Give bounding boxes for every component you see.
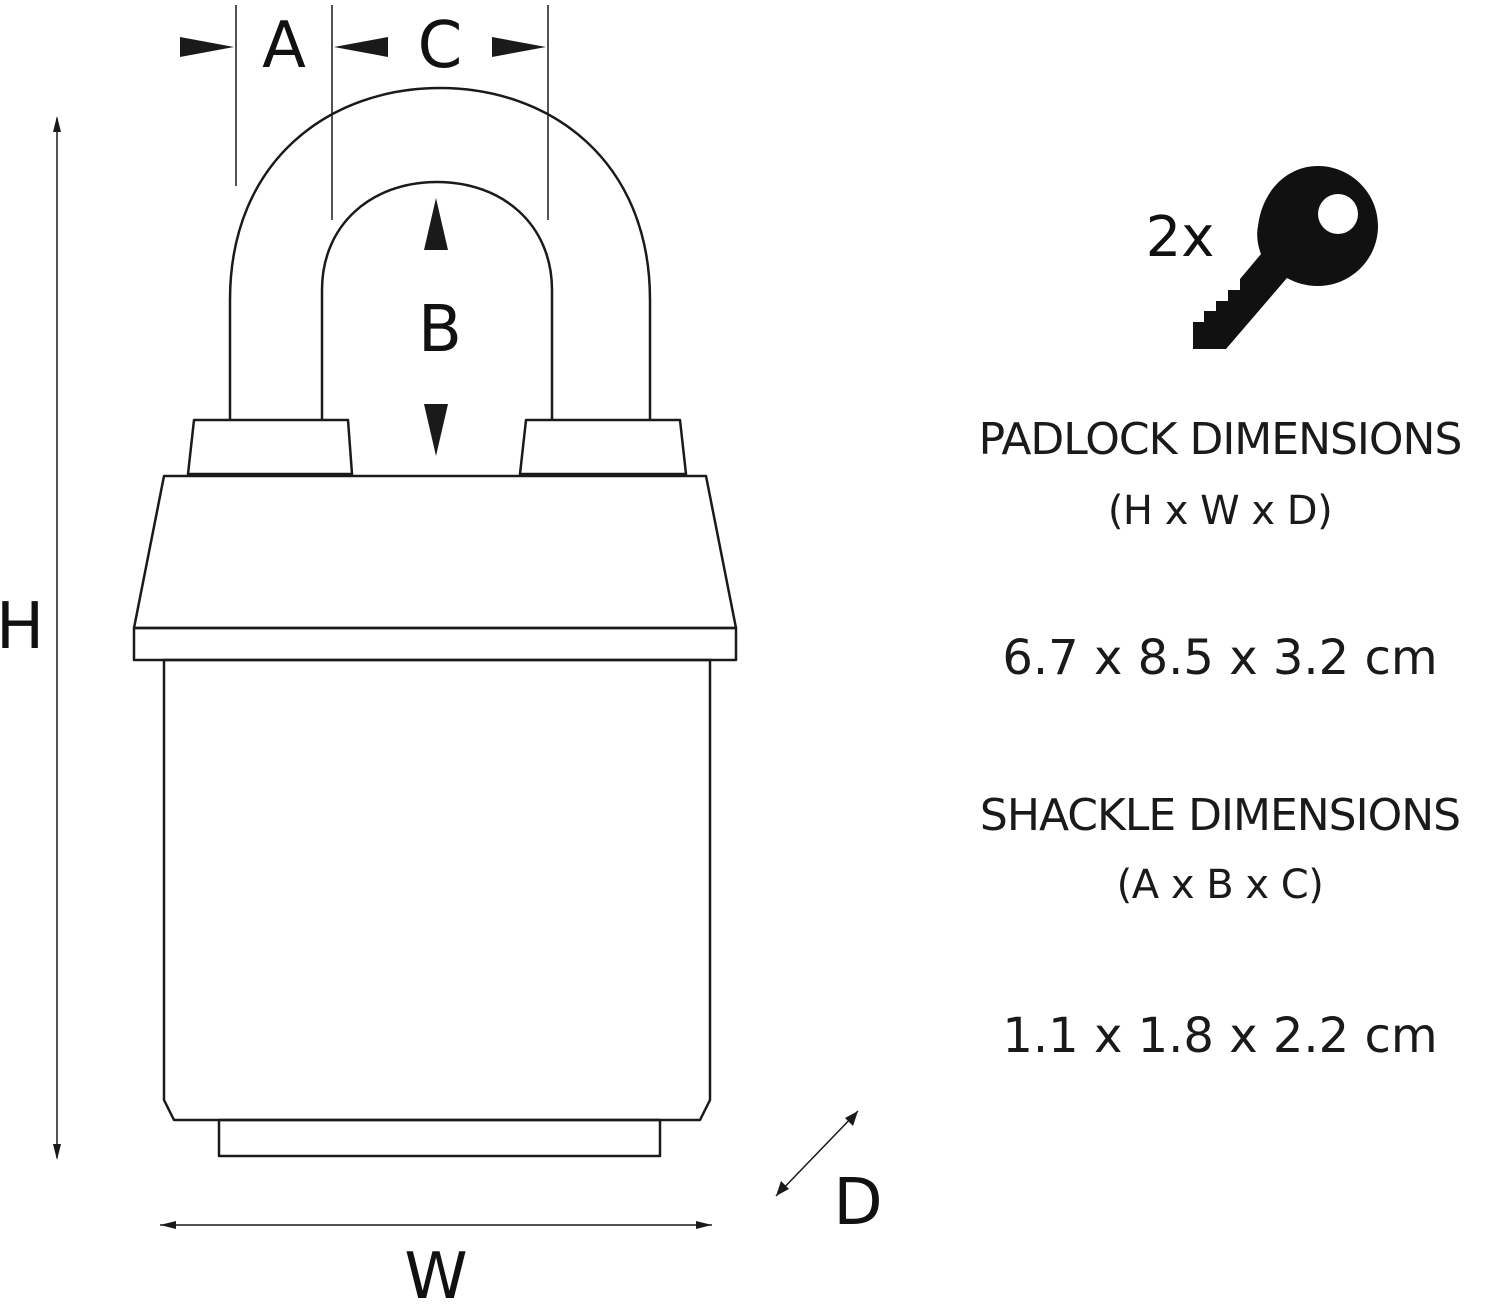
shackle-collar-right (518, 418, 688, 476)
key-icon (1193, 166, 1378, 349)
padlock-dimensions-order: (H x W x D) (1107, 488, 1333, 534)
shackle-dimensions-heading: SHACKLE DIMENSIONS (979, 790, 1461, 841)
lock-body (162, 658, 712, 1122)
lock-bottom-plate (217, 1118, 662, 1158)
dimension-label-a: A (262, 9, 306, 83)
shackle-collar-left (186, 418, 354, 476)
dimension-arrow-b-down (424, 404, 448, 456)
dimension-arrow-a-left (180, 37, 234, 57)
dimension-label-w: W (404, 1240, 467, 1306)
shackle (228, 86, 652, 420)
dimension-label-c: C (418, 9, 463, 83)
dimension-arrow-b-up (424, 198, 448, 250)
dimension-arrow-c-right (492, 37, 546, 57)
key-count-label: 2x (1146, 205, 1215, 270)
shackle-dimensions-order: (A x B x C) (1116, 862, 1324, 908)
dimension-label-b: B (418, 293, 462, 367)
padlock-dimensions-heading: PADLOCK DIMENSIONS (978, 414, 1463, 465)
dimension-label-h: H (0, 590, 44, 664)
padlock-dimensions-value: 6.7 x 8.5 x 3.2 cm (1002, 630, 1438, 686)
dimension-arrow-c-left (334, 37, 388, 57)
dimension-label-d: D (833, 1166, 882, 1240)
shackle-dimensions-value: 1.1 x 1.8 x 2.2 cm (1002, 1008, 1438, 1064)
lock-top-cover (132, 474, 738, 630)
dimension-line-d (775, 1110, 859, 1197)
lock-top-band (132, 626, 738, 662)
